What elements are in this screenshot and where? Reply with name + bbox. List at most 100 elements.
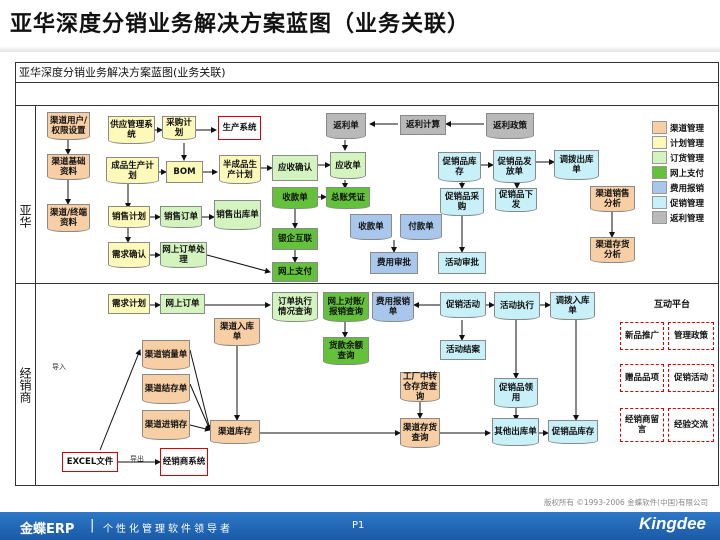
legend-swatch [652, 166, 667, 179]
purchase-plan-node[interactable]: 采购计划 [162, 116, 196, 140]
supply-management-node[interactable]: 供应管理系统 [108, 116, 155, 144]
lane-label-dealer: 经销商 [16, 284, 36, 485]
legend-label: 计划管理 [670, 138, 705, 149]
kingdee-logo: Kingdee [638, 514, 706, 533]
lane-divider [16, 283, 718, 284]
dealer-system-node[interactable]: 经销商系统 [160, 448, 208, 476]
transfer-out-node[interactable]: 调拨出库单 [554, 150, 599, 180]
channel-psi-node[interactable]: 渠道进销存 [142, 410, 190, 440]
legend-plan: 计划管理 [652, 136, 704, 149]
page-number: P1 [352, 520, 365, 531]
channel-sales-analysis-node[interactable]: 渠道销售分析 [590, 186, 635, 212]
legend-swatch [652, 136, 667, 149]
legend-rebate: 返利管理 [652, 211, 704, 224]
legend-expense: 费用报销 [652, 181, 704, 194]
legend-pay: 网上支付 [652, 166, 704, 179]
promo-issue-node[interactable]: 促销品发放单 [493, 150, 536, 183]
sales-order-node[interactable]: 销售订单 [160, 206, 202, 228]
legend-swatch [652, 181, 667, 194]
channel-master-data-node[interactable]: 渠道基础资料 [47, 154, 90, 180]
frame-header: 亚华深度分销业务解决方案蓝图(业务关联) [16, 63, 718, 83]
activity-approval-node[interactable]: 活动审批 [438, 252, 486, 274]
rebate-note-node[interactable]: 返利单 [326, 113, 366, 139]
demand-plan-node[interactable]: 需求计划 [108, 294, 150, 314]
title-rule [0, 46, 720, 52]
legend-label: 网上支付 [670, 168, 705, 179]
promo-activity-node[interactable]: 促销活动 [440, 292, 486, 318]
platform-gift-items[interactable]: 赠品品项 [620, 364, 664, 392]
transfer-in-node[interactable]: 调拨入库单 [550, 292, 595, 320]
promo-stock-node[interactable]: 促销品库存 [438, 152, 481, 182]
online-payment-node[interactable]: 网上支付 [272, 262, 318, 282]
sales-plan-node[interactable]: 销售计划 [108, 206, 150, 228]
semi-finished-plan-node[interactable]: 半成品生产计划 [219, 155, 261, 184]
footer-brand: 金蝶ERP [20, 522, 75, 537]
payment-note-node[interactable]: 付款单 [400, 214, 442, 240]
platform-experience[interactable]: 经验交流 [668, 408, 714, 442]
channel-stock-query-node[interactable]: 渠道存货查询 [400, 418, 440, 448]
legend-channel: 渠道管理 [652, 121, 704, 134]
expense-approval-node[interactable]: 费用审批 [370, 252, 418, 274]
activity-exec-node[interactable]: 活动执行 [494, 292, 540, 320]
receivable-confirm-node[interactable]: 应收确认 [272, 155, 318, 181]
legend-swatch [652, 151, 667, 164]
other-outbound-node[interactable]: 其他出库单 [492, 418, 539, 446]
lane-label-yahua: 亚华 [16, 105, 36, 327]
balance-query-node[interactable]: 货款余额查询 [323, 337, 369, 365]
finished-production-plan-node[interactable]: 成品生产计划 [106, 157, 159, 184]
online-order-process-node[interactable]: 网上订单处理 [160, 242, 207, 268]
legend-order: 订货管理 [652, 151, 704, 164]
legend-swatch [652, 121, 667, 134]
receipt-blue-node[interactable]: 收款单 [350, 214, 392, 240]
channel-user-permission-node[interactable]: 渠道用户/权限设置 [47, 112, 90, 140]
promo-purchase-node[interactable]: 促销品采购 [440, 188, 484, 216]
legend-label: 费用报销 [670, 183, 705, 194]
import-note: 导入 [52, 363, 66, 371]
legend-label: 促销管理 [670, 198, 705, 209]
channel-balance-node[interactable]: 渠道结存单 [142, 374, 190, 404]
legend-swatch [652, 211, 667, 224]
channel-terminal-data-node[interactable]: 渠道/终端资料 [47, 204, 90, 232]
legend-swatch [652, 196, 667, 209]
factory-stock-query-node[interactable]: 工厂中转仓存货查询 [400, 372, 440, 402]
channel-stock-node[interactable]: 渠道库存 [210, 420, 260, 444]
bank-link-node[interactable]: 银企互联 [272, 228, 318, 250]
legend-promo: 促销管理 [652, 196, 704, 209]
export-note: 导出 [130, 455, 144, 463]
promo-distribute-node[interactable]: 促销品下发 [495, 188, 537, 212]
receivable-note-node[interactable]: 应收单 [330, 152, 366, 179]
platform-new-product[interactable]: 新品推广 [620, 322, 664, 350]
online-reconcile-node[interactable]: 网上对账/报销查询 [323, 292, 369, 322]
channel-stock-analysis-node[interactable]: 渠道存货分析 [590, 237, 635, 263]
channel-sales-note-node[interactable]: 渠道销量单 [142, 340, 190, 370]
production-system-node[interactable]: 生产系统 [218, 116, 261, 140]
activity-close-node[interactable]: 活动结案 [440, 340, 486, 360]
platform-promotion[interactable]: 促销活动 [668, 364, 714, 392]
platform-dealer-message[interactable]: 经销商留言 [620, 408, 664, 442]
rebate-policy-node[interactable]: 返利政策 [486, 113, 534, 139]
excel-file-node[interactable]: EXCEL文件 [62, 452, 118, 472]
sales-outbound-node[interactable]: 销售出库单 [214, 200, 261, 230]
platform-title: 互动平台 [654, 300, 691, 310]
receipt-note-node[interactable]: 收款单 [272, 187, 318, 209]
gl-voucher-node[interactable]: 总账凭证 [326, 187, 370, 209]
promo-stock-dealer-node[interactable]: 促销品库存 [548, 420, 598, 444]
rebate-calc-node[interactable]: 返利计算 [400, 115, 446, 135]
online-order-node[interactable]: 网上订单 [160, 294, 205, 314]
demand-confirm-node[interactable]: 需求确认 [108, 242, 150, 268]
frame-band [16, 83, 718, 106]
legend-label: 渠道管理 [670, 123, 705, 134]
legend-label: 订货管理 [670, 153, 705, 164]
expense-claim-node[interactable]: 费用报销单 [372, 292, 414, 322]
footer-bar [0, 512, 720, 540]
footer-slogan: 个性化管理软件领导者 [103, 524, 233, 535]
legend-label: 返利管理 [670, 213, 705, 224]
slide-title: 亚华深度分销业务解决方案蓝图（业务关联） [10, 12, 471, 37]
platform-policy[interactable]: 管理政策 [668, 322, 714, 350]
channel-inbound-node[interactable]: 渠道入库单 [214, 318, 260, 346]
promo-pickup-node[interactable]: 促销品领用 [494, 378, 538, 408]
copyright: 版权所有 ©1993-2006 金蝶软件(中国)有限公司 [544, 498, 708, 507]
order-exec-query-node[interactable]: 订单执行情况查询 [272, 292, 318, 322]
bom-node[interactable]: BOM [166, 161, 203, 183]
footer-separator: | [90, 518, 95, 533]
